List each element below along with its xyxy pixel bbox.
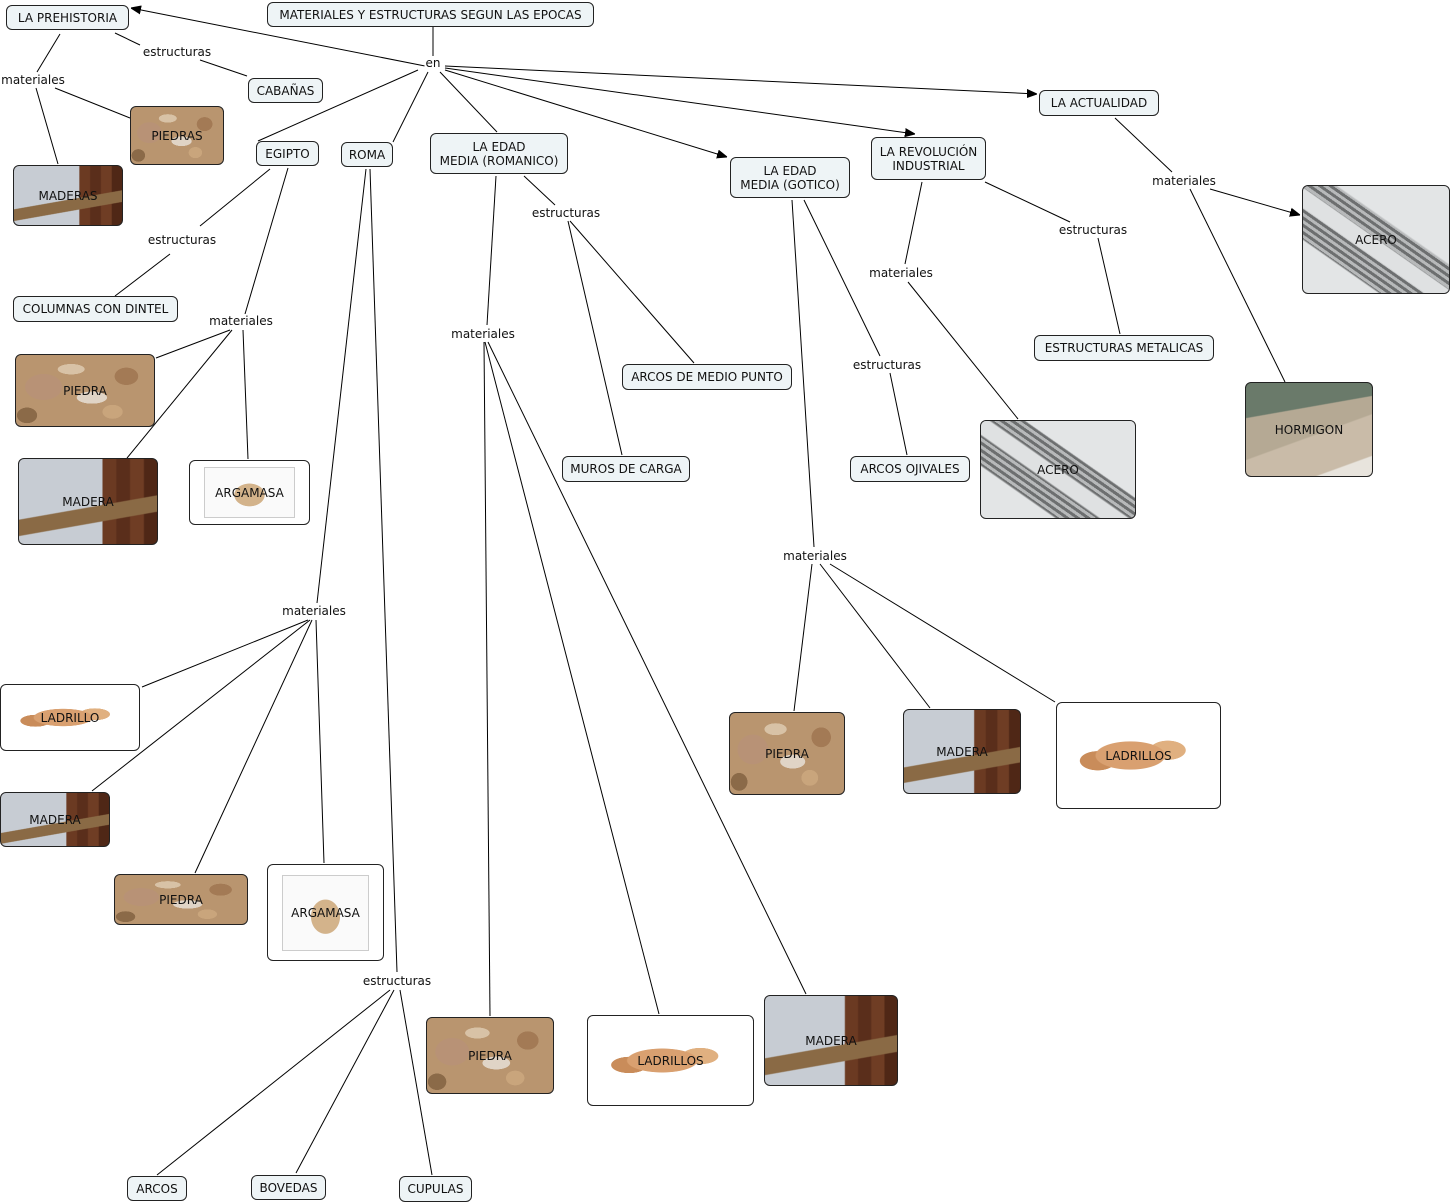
node-madera-romanico[interactable]: MADERA: [764, 995, 898, 1086]
node-label: HORMIGON: [1274, 422, 1344, 437]
node-edad-media-romanico[interactable]: LA EDAD MEDIA (ROMANICO): [430, 133, 568, 174]
map-title-node[interactable]: MATERIALES Y ESTRUCTURAS SEGUN LAS EPOCA…: [267, 2, 594, 27]
node-columnas-con-dintel[interactable]: COLUMNAS CON DINTEL: [13, 296, 178, 322]
link-label-en[interactable]: en: [424, 56, 442, 70]
link-label-estructuras[interactable]: estructuras: [146, 233, 218, 247]
node-piedra-roma[interactable]: PIEDRA: [114, 874, 248, 925]
link-label-materiales[interactable]: materiales: [208, 314, 274, 328]
node-acero-revolucion[interactable]: ACERO: [980, 420, 1136, 519]
node-label: MADERAS: [38, 188, 98, 203]
node-piedra-egipto[interactable]: PIEDRA: [15, 354, 155, 427]
node-label: ARGAMASA: [291, 905, 360, 920]
node-madera-roma[interactable]: MADERA: [0, 792, 110, 847]
node-label: MADERA: [936, 744, 988, 759]
link-label-estructuras[interactable]: estructuras: [851, 358, 923, 372]
node-egipto[interactable]: EGIPTO: [256, 141, 319, 166]
link-label-materiales[interactable]: materiales: [450, 327, 516, 341]
node-argamasa-roma[interactable]: ARGAMASA: [267, 864, 384, 961]
node-ladrillos-gotico[interactable]: LADRILLOS: [1056, 702, 1221, 809]
node-label: LADRILLOS: [637, 1053, 704, 1068]
node-bovedas[interactable]: BOVEDAS: [251, 1175, 326, 1200]
node-ladrillos-romanico[interactable]: LADRILLOS: [587, 1015, 754, 1106]
node-argamasa-egipto[interactable]: ARGAMASA: [189, 460, 310, 525]
node-arcos-ojivales[interactable]: ARCOS OJIVALES: [850, 456, 970, 482]
node-acero-actualidad[interactable]: ACERO: [1302, 185, 1450, 294]
node-edad-media-gotico[interactable]: LA EDAD MEDIA (GOTICO): [730, 157, 850, 198]
node-piedra-gotico[interactable]: PIEDRA: [729, 712, 845, 795]
link-label-estructuras[interactable]: estructuras: [530, 206, 602, 220]
node-label: LADRILLOS: [1105, 748, 1172, 763]
node-label: PIEDRA: [765, 746, 809, 761]
node-madera-gotico[interactable]: MADERA: [903, 709, 1021, 794]
link-label-estructuras[interactable]: estructuras: [361, 974, 433, 988]
node-label: PIEDRA: [159, 892, 203, 907]
node-ladrillo-roma[interactable]: LADRILLO: [0, 684, 140, 751]
link-label-materiales[interactable]: materiales: [868, 266, 934, 280]
node-hormigon-actualidad[interactable]: HORMIGON: [1245, 382, 1373, 477]
link-label-materiales[interactable]: materiales: [281, 604, 347, 618]
node-cupulas[interactable]: CUPULAS: [399, 1176, 472, 1202]
node-muros-de-carga[interactable]: MUROS DE CARGA: [562, 456, 690, 482]
node-arcos[interactable]: ARCOS: [127, 1176, 187, 1201]
node-label: ARGAMASA: [215, 485, 284, 500]
node-piedra-romanico[interactable]: PIEDRA: [426, 1017, 554, 1094]
node-label: MADERA: [62, 494, 114, 509]
link-label-materiales[interactable]: materiales: [782, 549, 848, 563]
node-label: PIEDRAS: [151, 128, 203, 143]
node-estructuras-metalicas[interactable]: ESTRUCTURAS METALICAS: [1034, 335, 1214, 361]
node-madera-egipto[interactable]: MADERA: [18, 458, 158, 545]
node-label: ACERO: [1037, 462, 1079, 477]
node-cabanas[interactable]: CABAÑAS: [248, 78, 323, 103]
node-arcos-medio-punto[interactable]: ARCOS DE MEDIO PUNTO: [622, 364, 792, 390]
link-label-materiales[interactable]: materiales: [1151, 174, 1217, 188]
node-piedras-prehistoria[interactable]: PIEDRAS: [130, 106, 224, 165]
node-label: LADRILLO: [40, 710, 100, 725]
node-label: PIEDRA: [63, 383, 107, 398]
link-label-estructuras[interactable]: estructuras: [141, 45, 213, 59]
node-maderas-prehistoria[interactable]: MADERAS: [13, 165, 123, 226]
node-label: MADERA: [805, 1033, 857, 1048]
link-label-materiales[interactable]: materiales: [0, 73, 66, 87]
node-prehistoria[interactable]: LA PREHISTORIA: [6, 5, 129, 30]
node-label: PIEDRA: [468, 1048, 512, 1063]
node-label: ACERO: [1355, 232, 1397, 247]
node-label: MADERA: [29, 812, 81, 827]
node-actualidad[interactable]: LA ACTUALIDAD: [1039, 90, 1159, 116]
node-revolucion-industrial[interactable]: LA REVOLUCIÓN INDUSTRIAL: [871, 137, 986, 180]
link-label-estructuras[interactable]: estructuras: [1057, 223, 1129, 237]
node-roma[interactable]: ROMA: [341, 142, 393, 167]
